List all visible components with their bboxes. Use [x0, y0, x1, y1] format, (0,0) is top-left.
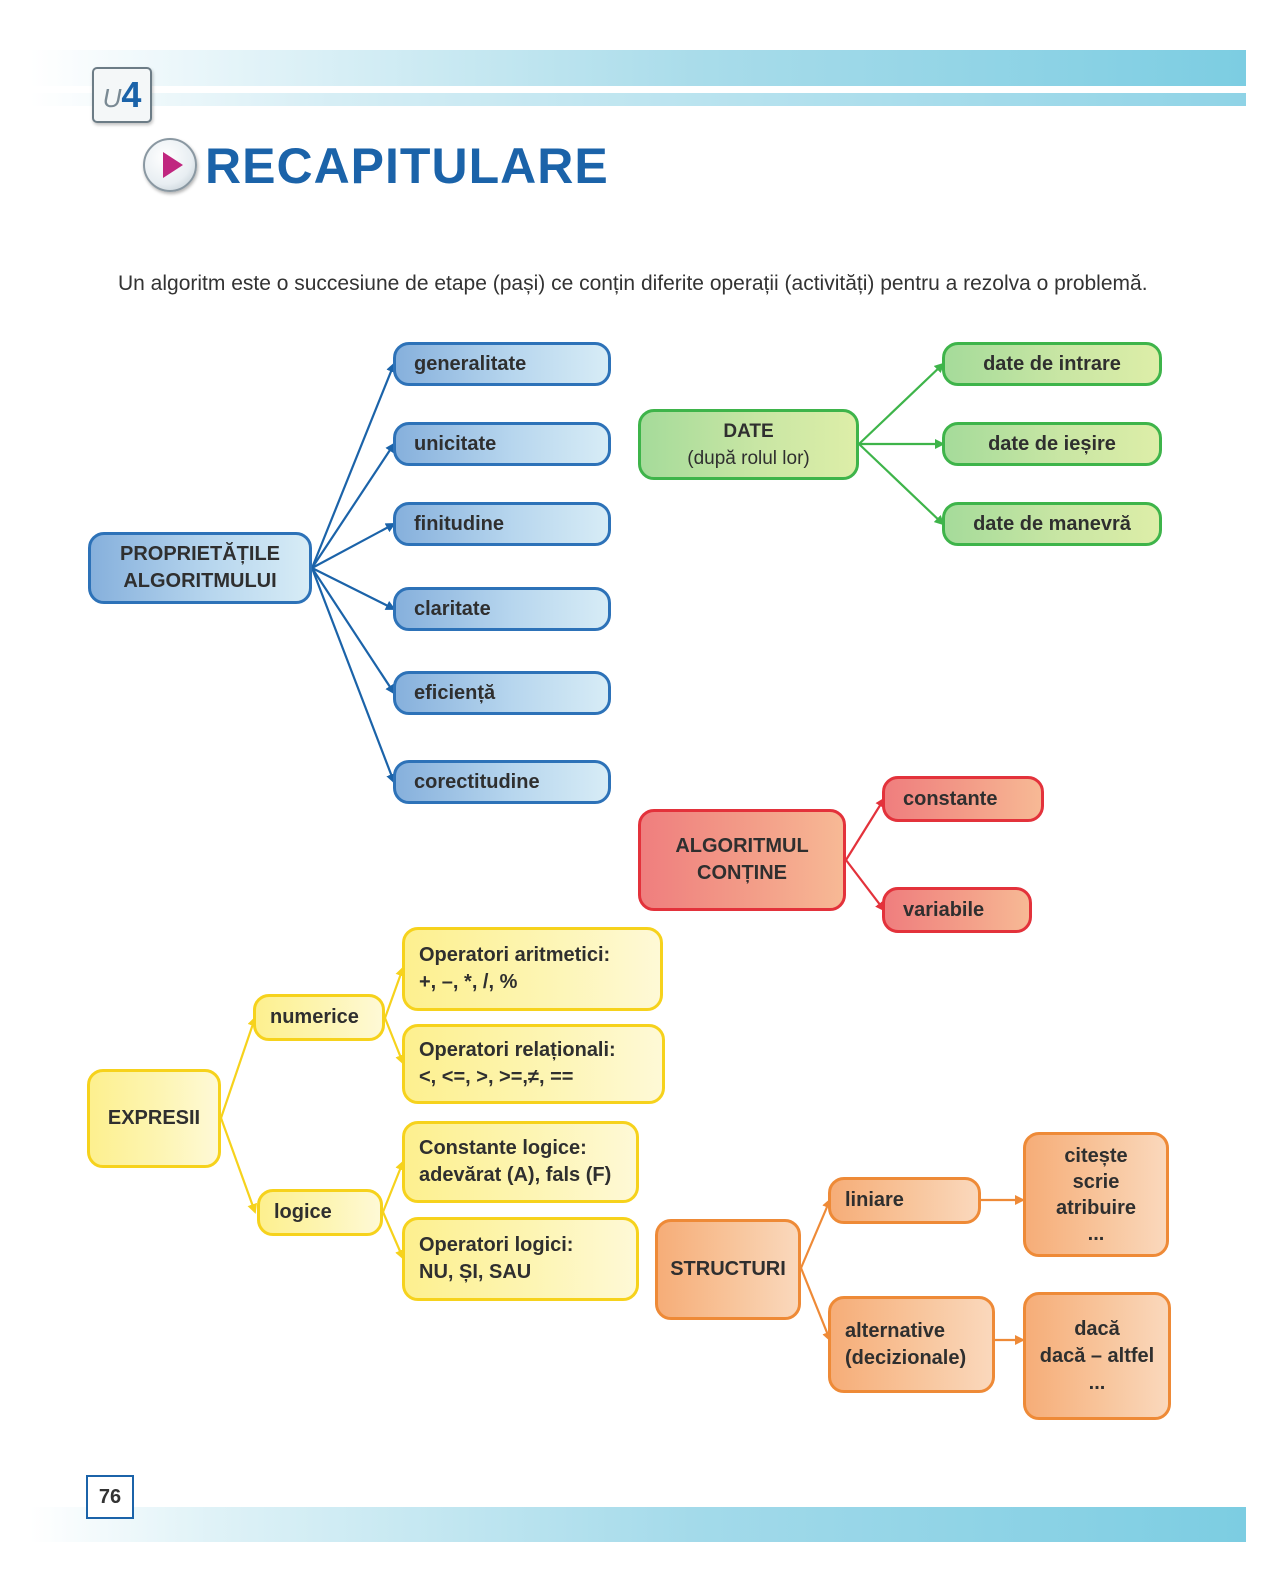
property-label: corectitudine: [414, 770, 540, 793]
structuri-root-node: STRUCTURI: [655, 1219, 801, 1320]
structuri-node-alternative: alternative (decizionale): [828, 1296, 995, 1393]
algoritm-root-line2: CONȚINE: [697, 862, 787, 884]
expresii-logice-label: logice: [274, 1201, 332, 1223]
algoritm-label: variabile: [903, 898, 985, 921]
alternative-details-node: dacă dacă – altfel ...: [1023, 1292, 1171, 1420]
property-node-corectitudine: corectitudine: [393, 760, 611, 804]
structuri-alternative-line2: (decizionale): [845, 1346, 967, 1369]
constante-logice-node: Constante logice: adevărat (A), fals (F): [402, 1121, 639, 1203]
algoritm-root-line1: ALGORITMUL: [675, 835, 809, 857]
property-label: claritate: [414, 597, 491, 620]
liniare-item: scrie: [1072, 1170, 1120, 1193]
property-label: unicitate: [414, 432, 497, 455]
unit-prefix: U: [102, 83, 122, 113]
operatori-aritmetici-node: Operatori aritmetici: +, –, *, /, %: [402, 927, 663, 1011]
operatori-relationali-title: Operatori relaționali:: [419, 1039, 616, 1061]
algoritm-node-variabile: variabile: [882, 887, 1032, 933]
date-label: date de intrare: [983, 352, 1121, 375]
page-number: 76: [86, 1475, 134, 1519]
operatori-logici-title: Operatori logici:: [419, 1234, 574, 1256]
date-root-node: DATE (după rolul lor): [638, 409, 859, 480]
structuri-alternative-line1: alternative: [845, 1319, 946, 1342]
operatori-aritmetici-title: Operatori aritmetici:: [419, 944, 611, 966]
liniare-item: atribuire: [1055, 1196, 1137, 1219]
constante-logice-values: adevărat (A), fals (F): [419, 1164, 612, 1186]
property-node-generalitate: generalitate: [393, 342, 611, 386]
unit-badge: U4: [92, 67, 152, 123]
liniare-item: citește: [1064, 1144, 1128, 1167]
page-title: RECAPITULARE: [205, 138, 609, 194]
expresii-numerice-label: numerice: [270, 1006, 359, 1028]
date-label: date de manevră: [973, 512, 1131, 535]
operatori-relationali-values: <, <=, >, >=,≠, ==: [419, 1066, 574, 1088]
date-node-intrare: date de intrare: [942, 342, 1162, 386]
expresii-node-logice: logice: [257, 1189, 383, 1236]
expresii-root-node: EXPRESII: [87, 1069, 221, 1168]
property-label: generalitate: [414, 352, 527, 375]
property-label: eficiență: [414, 681, 496, 704]
algoritm-label: constante: [903, 787, 998, 810]
structuri-liniare-label: liniare: [845, 1189, 904, 1211]
operatori-logici-values: NU, ȘI, SAU: [419, 1261, 532, 1283]
operatori-logici-node: Operatori logici: NU, ȘI, SAU: [402, 1217, 639, 1301]
property-node-eficienta: eficiență: [393, 671, 611, 715]
constante-logice-title: Constante logice:: [419, 1137, 587, 1159]
operatori-aritmetici-values: +, –, *, /, %: [419, 971, 518, 993]
property-node-claritate: claritate: [393, 587, 611, 631]
play-icon: [143, 138, 197, 192]
liniare-item: ...: [1087, 1222, 1105, 1245]
liniare-details-node: citește scrie atribuire ...: [1023, 1132, 1169, 1257]
structuri-node-liniare: liniare: [828, 1177, 981, 1224]
date-node-iesire: date de ieșire: [942, 422, 1162, 466]
alternative-item: ...: [1088, 1371, 1106, 1394]
footer-band: [30, 1507, 1246, 1542]
date-root-line1: DATE: [723, 420, 774, 442]
date-node-manevra: date de manevră: [942, 502, 1162, 546]
property-label: finitudine: [414, 512, 504, 535]
alternative-item: dacă – altfel: [1039, 1344, 1155, 1367]
date-label: date de ieșire: [988, 432, 1116, 455]
property-node-unicitate: unicitate: [393, 422, 611, 466]
expresii-node-numerice: numerice: [253, 994, 385, 1041]
structuri-root-label: STRUCTURI: [670, 1258, 786, 1280]
properties-root-node: PROPRIETĂȚILE ALGORITMULUI: [88, 532, 312, 604]
algoritm-root-node: ALGORITMUL CONȚINE: [638, 809, 846, 911]
properties-root-line1: PROPRIETĂȚILE: [119, 543, 280, 565]
properties-root-line2: ALGORITMULUI: [123, 570, 277, 592]
property-node-finitudine: finitudine: [393, 502, 611, 546]
alternative-item: dacă: [1074, 1317, 1120, 1340]
operatori-relationali-node: Operatori relaționali: <, <=, >, >=,≠, =…: [402, 1024, 665, 1104]
header-band-thin: [30, 93, 1246, 106]
intro-text: Un algoritm este o succesiune de etape (…: [118, 272, 1148, 295]
unit-number: 4: [121, 74, 142, 115]
algoritm-node-constante: constante: [882, 776, 1044, 822]
date-root-line2: (după rolul lor): [687, 447, 810, 469]
expresii-root-label: EXPRESII: [107, 1107, 201, 1129]
header-band: [30, 50, 1246, 86]
